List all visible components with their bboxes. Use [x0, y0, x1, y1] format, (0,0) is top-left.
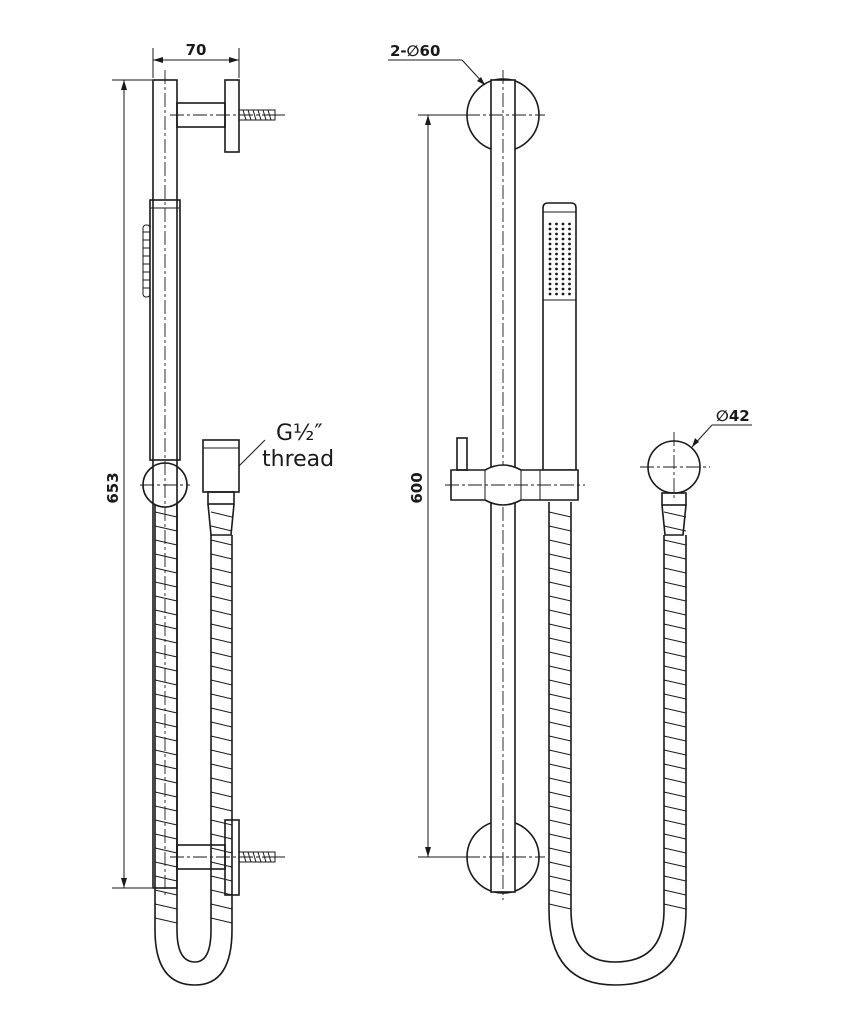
- nozzle-dot: [561, 247, 565, 251]
- nozzle-dot: [548, 252, 552, 256]
- nozzle-dot: [548, 227, 552, 231]
- nozzle-dot: [555, 282, 558, 286]
- top-wall-flange: [224, 79, 240, 153]
- dim-2x60: 2-∅60: [388, 42, 486, 86]
- side-view: 70 653 G½″ thread: [104, 41, 334, 986]
- dim-653-label: 653: [104, 472, 122, 503]
- nozzle-dot: [561, 257, 565, 261]
- nozzle-dot: [568, 227, 571, 231]
- nozzle-dot: [548, 262, 552, 266]
- nozzle-dot: [561, 262, 565, 266]
- nozzle-dot: [561, 277, 565, 281]
- lock-lever: [456, 437, 468, 471]
- dim-42: ∅42: [691, 407, 752, 448]
- dim-42-label: ∅42: [716, 407, 750, 425]
- nozzle-dot: [548, 287, 552, 291]
- nozzle-dot: [568, 272, 571, 276]
- nozzle-dot: [555, 277, 558, 281]
- side-nozzles: [142, 224, 151, 298]
- nozzle-dot: [561, 287, 565, 291]
- dim-600: 600: [408, 114, 470, 858]
- nozzle-dot: [555, 287, 558, 291]
- front-wall-outlet: [640, 432, 710, 536]
- nozzle-dot: [548, 232, 552, 236]
- nozzle-dot: [555, 222, 558, 226]
- nozzle-dot: [568, 242, 571, 246]
- nozzle-dot: [568, 232, 571, 236]
- nozzle-dot: [561, 227, 565, 231]
- nozzle-dot: [555, 257, 558, 261]
- nozzle-dot: [568, 222, 571, 226]
- nozzle-dot: [555, 227, 558, 231]
- top-screw-icon: [238, 109, 285, 121]
- nozzle-dot: [548, 257, 552, 261]
- front-view: 600 2-∅60 ∅42: [388, 42, 752, 986]
- nozzle-dot: [555, 267, 558, 271]
- nozzle-dot: [561, 232, 565, 236]
- nozzle-dot: [568, 262, 571, 266]
- dim-653: 653: [104, 79, 152, 889]
- nozzle-grid: [548, 222, 571, 296]
- nozzle-dot: [561, 222, 565, 226]
- nozzle-dot: [568, 267, 571, 271]
- nozzle-dot: [568, 257, 571, 261]
- front-hand-shower: [542, 202, 577, 471]
- nozzle-dot: [561, 267, 565, 271]
- nozzle-dot: [561, 272, 565, 276]
- nozzle-dot: [568, 292, 571, 296]
- nozzle-dot: [555, 292, 558, 296]
- bottom-screw-icon: [238, 851, 285, 863]
- dim-2x60-label: 2-∅60: [390, 42, 440, 60]
- nozzle-dot: [555, 272, 558, 276]
- thread-callout: G½″ thread: [238, 421, 334, 472]
- dim-70-label: 70: [186, 41, 207, 59]
- nozzle-dot: [561, 237, 565, 241]
- dim-600-label: 600: [408, 472, 426, 503]
- nozzle-dot: [555, 252, 558, 256]
- thread-callout-line2: thread: [262, 447, 334, 472]
- side-hand-shower: [149, 199, 181, 461]
- nozzle-dot: [568, 282, 571, 286]
- nozzle-dot: [555, 232, 558, 236]
- nozzle-dot: [548, 272, 552, 276]
- nozzle-dot: [548, 267, 552, 271]
- nozzle-dot: [548, 282, 552, 286]
- thread-callout-line1: G½″: [276, 421, 323, 446]
- nozzle-dot: [555, 237, 558, 241]
- nozzle-dot: [548, 222, 552, 226]
- nozzle-dot: [548, 242, 552, 246]
- nozzle-dot: [561, 252, 565, 256]
- nozzle-dot: [555, 247, 558, 251]
- nozzle-dot: [555, 242, 558, 246]
- nozzle-dot: [548, 237, 552, 241]
- nozzle-dot: [568, 287, 571, 291]
- front-slider-bracket: [445, 437, 585, 506]
- nozzle-dot: [548, 292, 552, 296]
- nozzle-dot: [568, 237, 571, 241]
- nozzle-dot: [555, 262, 558, 266]
- side-wall-outlet: [202, 439, 240, 536]
- nozzle-dot: [561, 282, 565, 286]
- nozzle-dot: [548, 247, 552, 251]
- nozzle-dot: [548, 277, 552, 281]
- nozzle-dot: [568, 247, 571, 251]
- nozzle-dot: [568, 277, 571, 281]
- dim-70: 70: [152, 41, 240, 78]
- nozzle-dot: [568, 252, 571, 256]
- side-hose: [154, 505, 233, 986]
- front-hose: [548, 502, 687, 986]
- nozzle-dot: [561, 292, 565, 296]
- nozzle-dot: [561, 242, 565, 246]
